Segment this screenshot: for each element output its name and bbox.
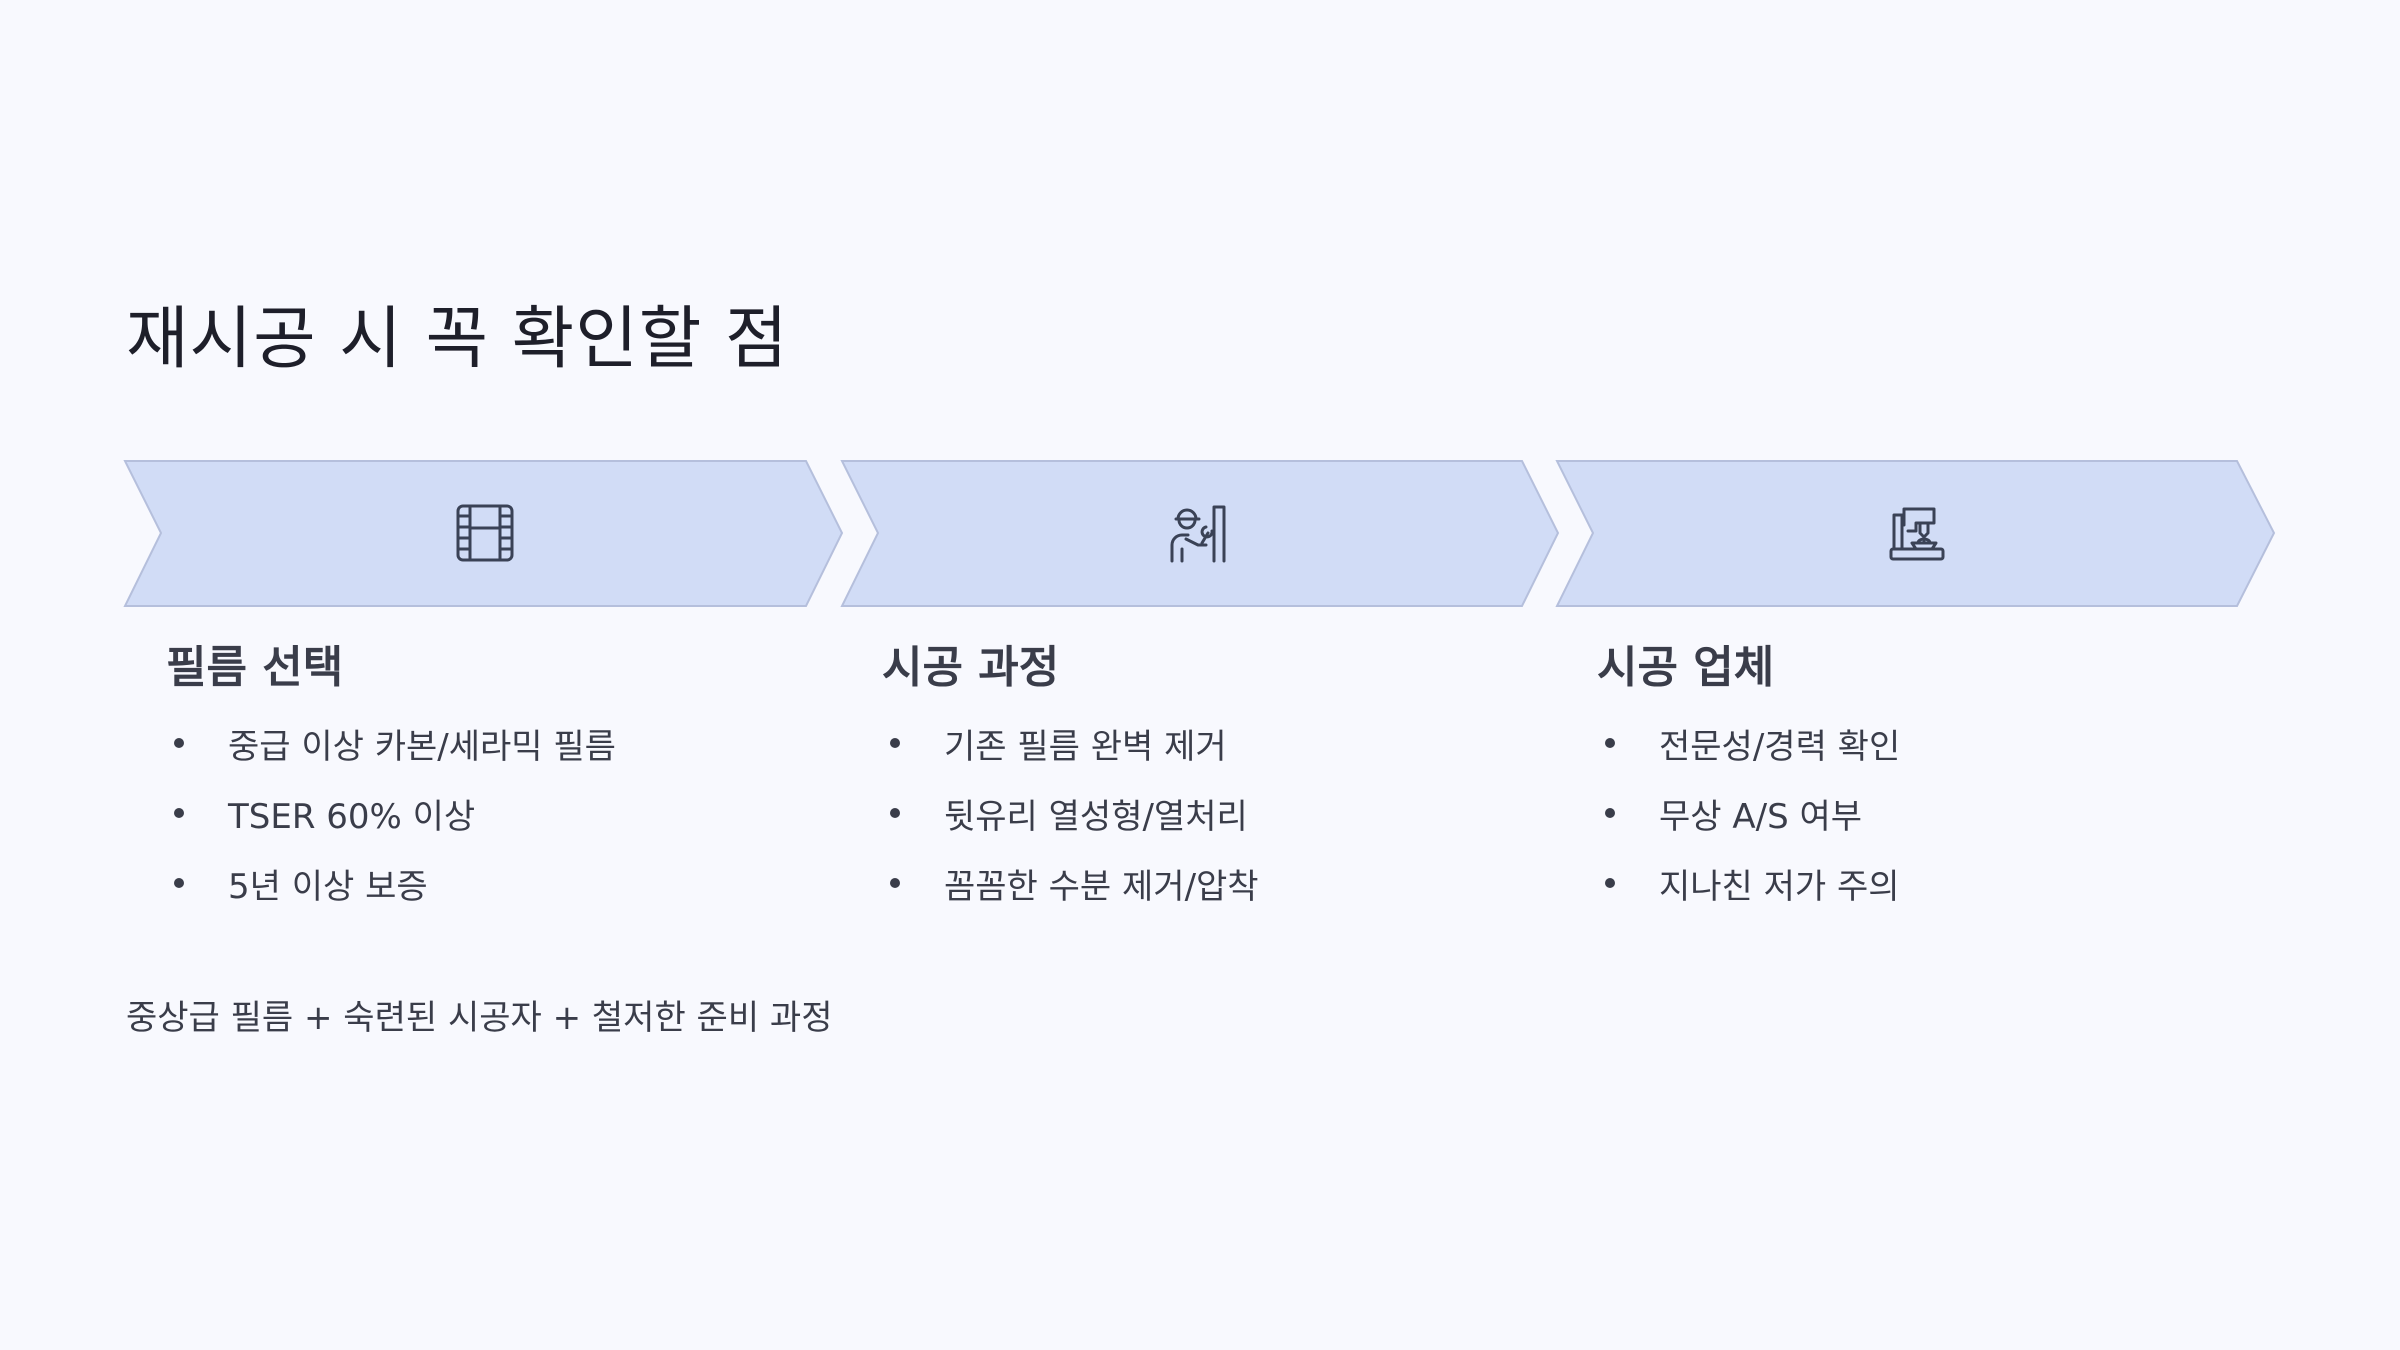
bullet-list: 전문성/경력 확인 무상 A/S 여부 지나친 저가 주의 [1559,708,2239,918]
machine-equipment-icon [1889,507,1945,561]
bullet-icon [890,738,900,748]
step-heading: 시공 과정 [882,642,1060,693]
chevron-step-1 [123,460,844,607]
list-item: 전문성/경력 확인 [1559,708,2239,778]
chevron-step-3 [1555,460,2276,607]
list-item: 기존 필름 완벽 제거 [844,708,1524,778]
bullet-icon [174,808,184,818]
list-item-text: TSER 60% 이상 [228,796,476,837]
film-strip-icon [456,504,514,562]
bullet-icon [1605,808,1615,818]
bullet-icon [890,878,900,888]
list-item-text: 중급 이상 카본/세라믹 필름 [228,726,616,767]
list-item: 지나친 저가 주의 [1559,848,2239,918]
step-column-process: 시공 과정 기존 필름 완벽 제거 뒷유리 열성형/열처리 꼼꼼한 수분 제거/… [844,636,1524,918]
list-item: 5년 이상 보증 [128,848,808,918]
chevron-step-2 [840,460,1560,607]
list-item: 꼼꼼한 수분 제거/압착 [844,848,1524,918]
bullet-icon [890,808,900,818]
bullet-icon [1605,738,1615,748]
list-item-text: 무상 A/S 여부 [1659,796,1863,837]
list-item: 무상 A/S 여부 [1559,778,2239,848]
step-heading: 필름 선택 [166,642,344,693]
step-column-film: 필름 선택 중급 이상 카본/세라믹 필름 TSER 60% 이상 5년 이상 … [128,636,808,918]
bullet-icon [174,738,184,748]
list-item-text: 전문성/경력 확인 [1659,726,1901,767]
list-item: 중급 이상 카본/세라믹 필름 [128,708,808,778]
list-item: TSER 60% 이상 [128,778,808,848]
list-item-text: 뒷유리 열성형/열처리 [944,796,1248,837]
step-heading: 시공 업체 [1597,642,1775,693]
list-item-text: 꼼꼼한 수분 제거/압착 [944,866,1259,907]
bullet-list: 중급 이상 카본/세라믹 필름 TSER 60% 이상 5년 이상 보증 [128,708,808,918]
slide-title: 재시공 시 꼭 확인할 점 [126,300,789,379]
list-item: 뒷유리 열성형/열처리 [844,778,1524,848]
worker-with-wrench-icon [1170,505,1226,563]
bullet-list: 기존 필름 완벽 제거 뒷유리 열성형/열처리 꼼꼼한 수분 제거/압착 [844,708,1524,918]
summary-text: 중상급 필름 + 숙련된 시공자 + 철저한 준비 과정 [126,998,833,1038]
list-item-text: 지나친 저가 주의 [1659,866,1900,907]
list-item-text: 5년 이상 보증 [228,866,428,907]
list-item-text: 기존 필름 완벽 제거 [944,726,1227,767]
bullet-icon [174,878,184,888]
bullet-icon [1605,878,1615,888]
step-column-company: 시공 업체 전문성/경력 확인 무상 A/S 여부 지나친 저가 주의 [1559,636,2239,918]
